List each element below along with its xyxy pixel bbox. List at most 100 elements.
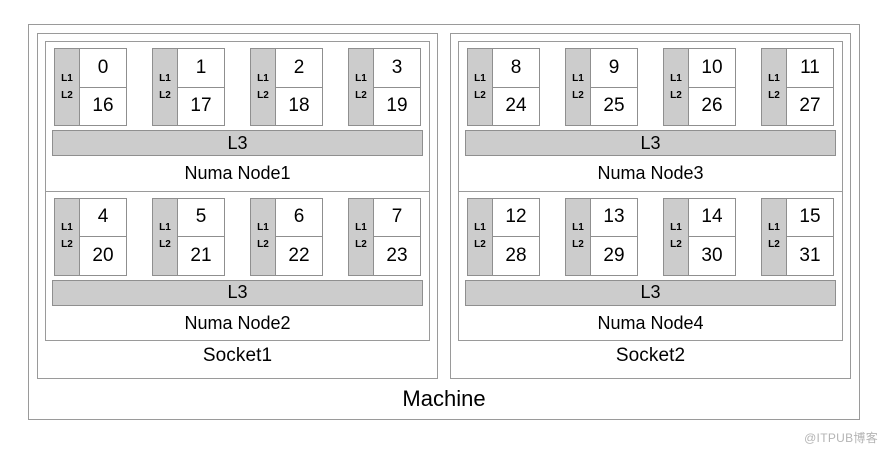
- l2-cache-label: L2: [474, 239, 486, 250]
- l2-cache-label: L2: [257, 239, 269, 250]
- processing-unit[interactable]: 28: [493, 237, 539, 275]
- l2-cache-label: L2: [474, 89, 486, 101]
- processing-unit[interactable]: 3: [374, 49, 420, 88]
- processing-unit[interactable]: 8: [493, 49, 539, 88]
- processing-unit[interactable]: 9: [591, 49, 637, 88]
- processing-unit[interactable]: 27: [787, 87, 833, 125]
- l2-cache-label: L2: [159, 89, 171, 101]
- processing-unit[interactable]: 2: [276, 49, 322, 88]
- processing-unit[interactable]: 22: [276, 237, 322, 275]
- l1-cache-label: L1: [257, 222, 269, 233]
- processing-unit[interactable]: 17: [178, 87, 224, 125]
- l1-cache-label: L1: [61, 222, 73, 233]
- l1-cache-label: L1: [159, 72, 171, 84]
- processing-unit[interactable]: 10: [689, 49, 735, 88]
- processing-unit[interactable]: 13: [591, 198, 637, 237]
- processing-unit[interactable]: 11: [787, 49, 833, 88]
- processing-unit[interactable]: 18: [276, 87, 322, 125]
- numa-node-label: Numa Node2: [184, 312, 291, 333]
- l1-cache-label: L1: [768, 222, 780, 233]
- processing-unit[interactable]: 16: [80, 87, 126, 125]
- socket-label: Socket2: [615, 345, 686, 366]
- processing-unit[interactable]: 20: [80, 237, 126, 275]
- l1-cache-label: L1: [61, 72, 73, 84]
- l1-cache-label: L1: [474, 222, 486, 233]
- processing-unit[interactable]: 6: [276, 198, 322, 237]
- processing-unit[interactable]: 19: [374, 87, 420, 125]
- processing-unit[interactable]: 15: [787, 198, 833, 237]
- l1-cache-label: L1: [474, 72, 486, 84]
- l2-cache-label: L2: [61, 239, 73, 250]
- processing-unit[interactable]: 14: [689, 198, 735, 237]
- processing-unit[interactable]: 21: [178, 237, 224, 275]
- l1-cache-label: L1: [159, 222, 171, 233]
- processing-unit[interactable]: 12: [493, 198, 539, 237]
- processing-unit[interactable]: 1: [178, 49, 224, 88]
- machine-label: Machine: [402, 386, 486, 411]
- processing-unit[interactable]: 24: [493, 87, 539, 125]
- l1-cache-label: L1: [572, 72, 584, 84]
- l2-cache-label: L2: [61, 89, 73, 101]
- processing-unit[interactable]: 23: [374, 237, 420, 275]
- l1-cache-label: L1: [768, 72, 780, 84]
- l3-cache-bar: L3: [465, 279, 836, 306]
- l2-cache-label: L2: [355, 239, 367, 250]
- l2-cache-label: L2: [768, 239, 780, 250]
- processing-unit[interactable]: 25: [591, 87, 637, 125]
- l2-cache-label: L2: [159, 239, 171, 250]
- l2-cache-label: L2: [572, 239, 584, 250]
- l3-cache-bar: L3: [465, 130, 836, 156]
- processing-unit[interactable]: 5: [178, 198, 224, 237]
- l2-cache-label: L2: [355, 89, 367, 101]
- processing-unit[interactable]: 26: [689, 87, 735, 125]
- processing-unit[interactable]: 31: [787, 237, 833, 275]
- processing-unit[interactable]: 29: [591, 237, 637, 275]
- processing-unit[interactable]: 4: [80, 198, 126, 237]
- processing-unit[interactable]: 7: [374, 198, 420, 237]
- processing-unit[interactable]: 0: [80, 49, 126, 88]
- processing-unit[interactable]: 30: [689, 237, 735, 275]
